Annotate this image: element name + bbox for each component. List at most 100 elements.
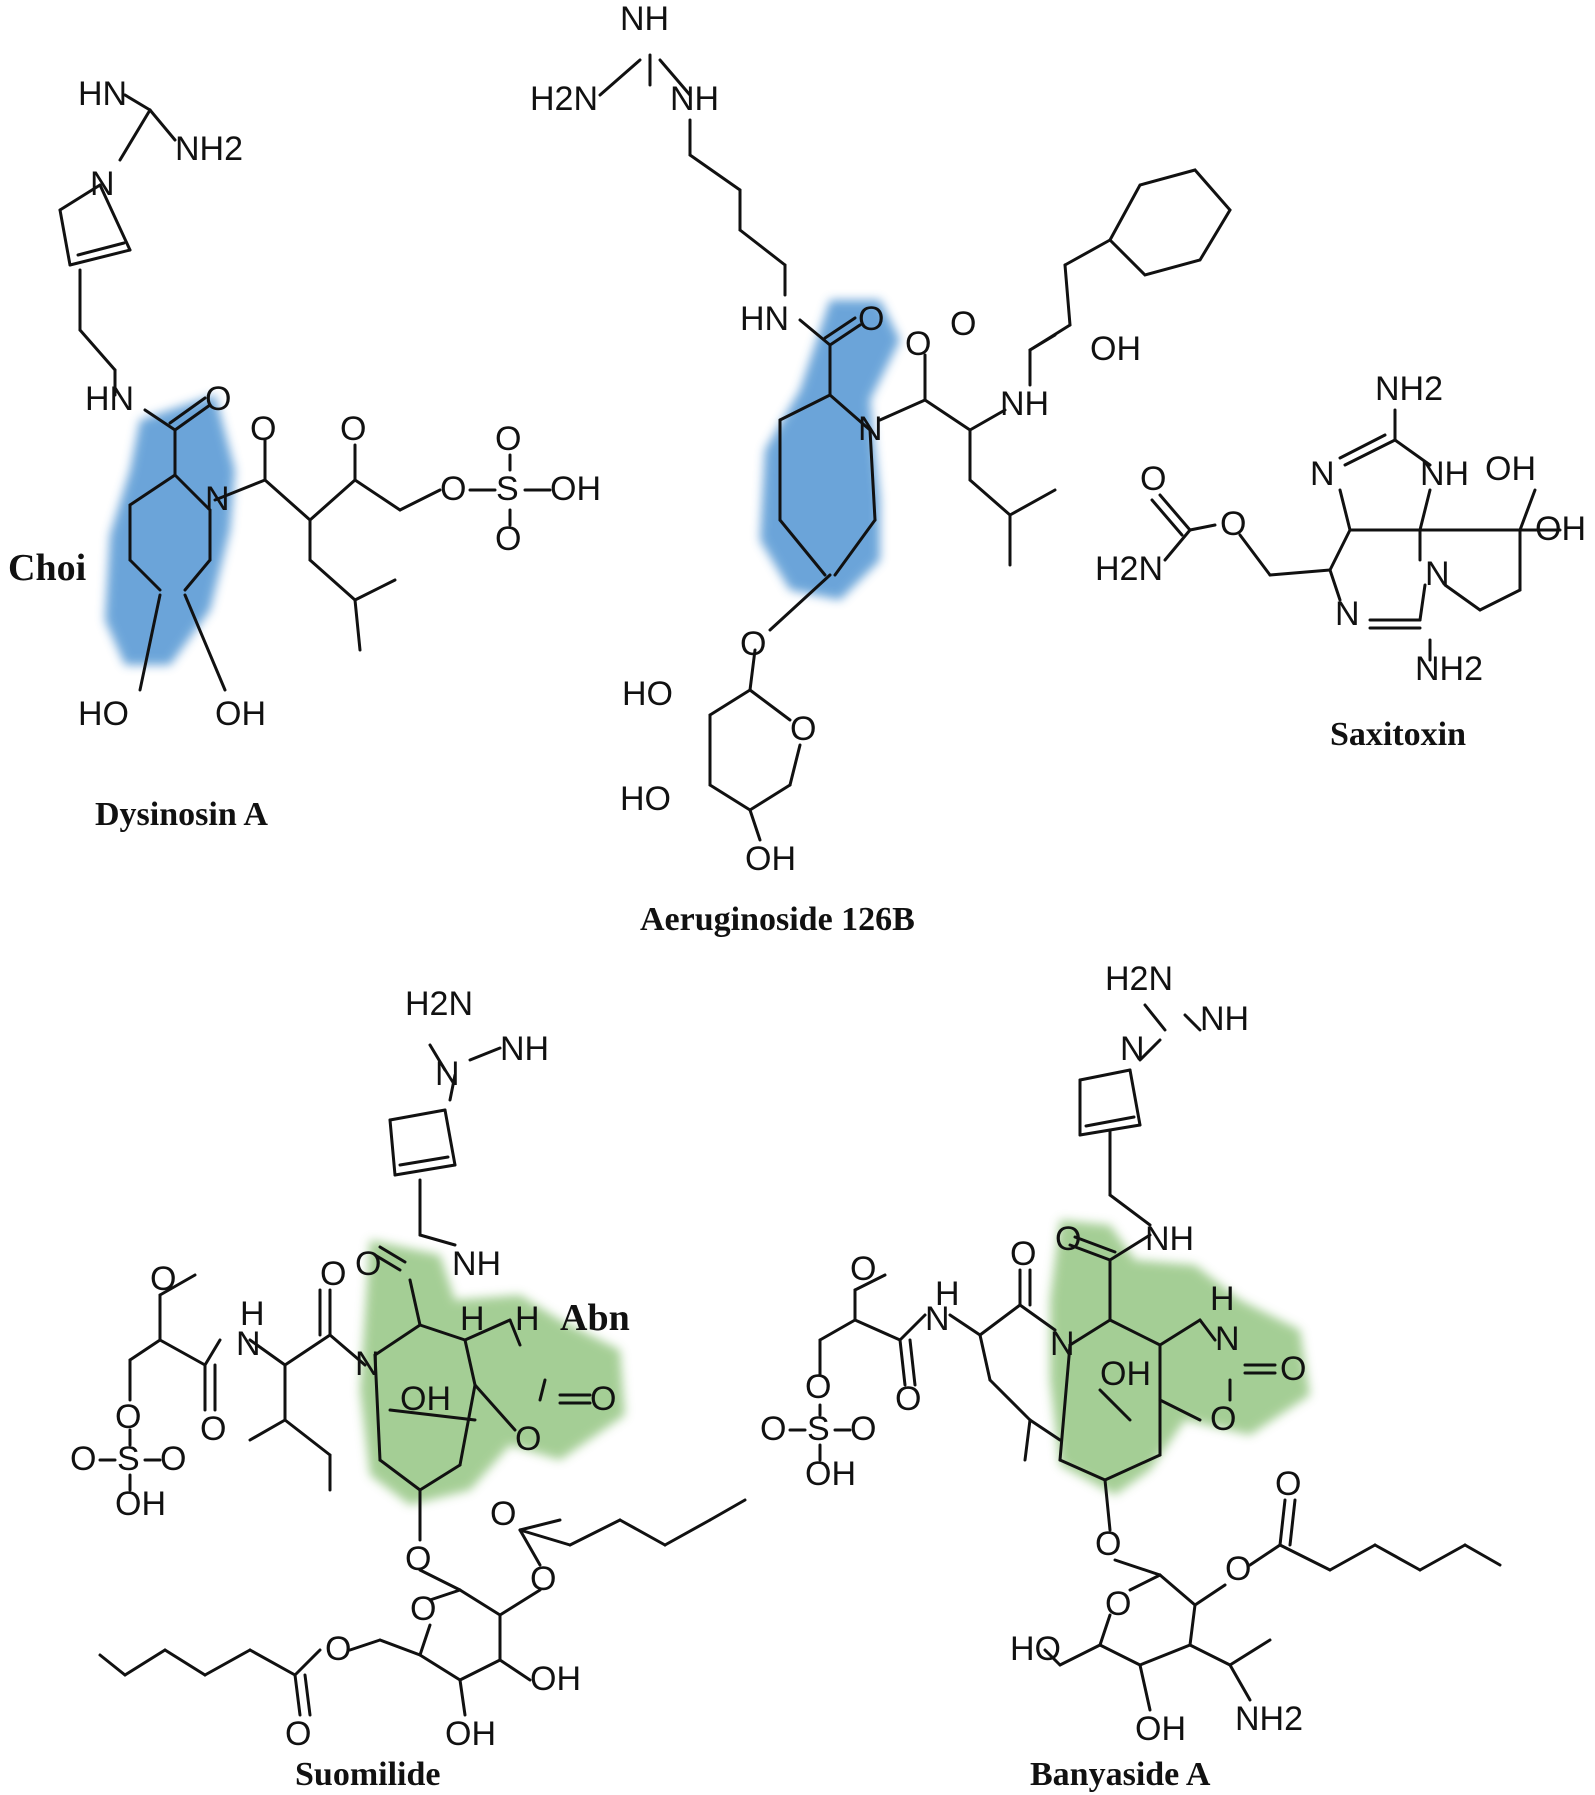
banyaside-a-label: NH: [1200, 1000, 1249, 1038]
banyaside-a-label: N: [1050, 1325, 1075, 1363]
banyaside-a-label: H: [1210, 1280, 1235, 1318]
suomilide-label: O: [405, 1540, 431, 1578]
aeruginoside-126b-label: O: [858, 300, 884, 338]
suomilide-label: O: [515, 1420, 541, 1458]
dysinosin-a-structure: HN NH2 N HN O N O O O S OH O O HO OH Cho…: [8, 75, 601, 833]
aeruginoside-126b-label: O: [905, 325, 931, 363]
suomilide-label: N: [355, 1345, 380, 1383]
banyaside-a-label: O: [1105, 1585, 1131, 1623]
banyaside-a-label: HO: [1010, 1630, 1061, 1668]
choi-highlight: [105, 395, 235, 665]
saxitoxin-label: NH2: [1415, 650, 1483, 688]
aeruginoside-126b-label: N: [858, 410, 883, 448]
banyaside-a-caption: Banyaside A: [1030, 1756, 1211, 1793]
aeruginoside-126b-label: HO: [620, 780, 671, 818]
dysinosin-a-label: O: [495, 520, 521, 558]
suomilide-label: O: [285, 1715, 311, 1753]
suomilide-label: N: [435, 1055, 460, 1093]
dysinosin-a-label: O: [495, 420, 521, 458]
aeruginoside-126b-label: H2N: [530, 80, 598, 118]
aeruginoside-126b-label: NH: [620, 0, 669, 38]
suomilide-label: H: [240, 1295, 265, 1333]
dysinosin-a-label: OH: [550, 470, 601, 508]
banyaside-a-label: N: [925, 1300, 950, 1338]
dysinosin-a-label: HN: [78, 75, 127, 113]
banyaside-a-label: O: [850, 1410, 876, 1448]
suomilide-label: N: [236, 1325, 261, 1363]
choi-highlight-aeruginoside: [760, 300, 900, 600]
saxitoxin-label: NH2: [1375, 370, 1443, 408]
suomilide-label: O: [325, 1630, 351, 1668]
suomilide-label: OH: [445, 1715, 496, 1753]
saxitoxin-label: O: [1140, 460, 1166, 498]
aeruginoside-126b-label: NH: [670, 80, 719, 118]
aeruginoside-126b-label: HN: [740, 300, 789, 338]
aeruginoside-126b-label: OH: [745, 840, 796, 878]
banyaside-a-label: OH: [1135, 1710, 1186, 1748]
saxitoxin-label: O: [1220, 505, 1246, 543]
suomilide-label: O: [490, 1495, 516, 1533]
dysinosin-a-label: S: [496, 470, 519, 508]
banyaside-a-label: O: [760, 1410, 786, 1448]
banyaside-a-label: O: [1210, 1400, 1236, 1438]
banyaside-a-label: O: [1055, 1220, 1081, 1258]
banyaside-a-label: S: [807, 1410, 830, 1448]
saxitoxin-label: NH: [1420, 455, 1469, 493]
saxitoxin-structure: NH2 N NH OH O O OH H2N N N NH2 Saxitoxin: [1095, 370, 1586, 753]
aeruginoside-126b-label: OH: [1090, 330, 1141, 368]
banyaside-a-label: H: [935, 1275, 960, 1313]
suomilide-label: O: [590, 1380, 616, 1418]
banyaside-a-structure: H2N NH N O NH O O H N N H OH N O O O O S…: [760, 960, 1502, 1793]
dysinosin-a-label: O: [440, 470, 466, 508]
saxitoxin-label: N: [1310, 455, 1335, 493]
dysinosin-a-label: O: [250, 410, 276, 448]
suomilide-label: O: [355, 1245, 381, 1283]
banyaside-a-label: NH2: [1235, 1700, 1303, 1738]
dysinosin-a-label: N: [205, 480, 230, 518]
suomilide-tag: Abn: [560, 1297, 630, 1339]
suomilide-label: H2N: [405, 985, 473, 1023]
saxitoxin-label: OH: [1485, 450, 1536, 488]
dysinosin-a-label: O: [205, 380, 231, 418]
banyaside-a-label: N: [1120, 1030, 1145, 1068]
saxitoxin-label: H2N: [1095, 550, 1163, 588]
dysinosin-a-label: HO: [78, 695, 129, 733]
aeruginoside-126b-caption: Aeruginoside 126B: [640, 901, 915, 938]
suomilide-label: O: [160, 1440, 186, 1478]
banyaside-a-label: H2N: [1105, 960, 1173, 998]
banyaside-a-label: O: [1275, 1465, 1301, 1503]
suomilide-label: O: [200, 1410, 226, 1448]
suomilide-caption: Suomilide: [295, 1756, 440, 1793]
banyaside-a-label: O: [1010, 1235, 1036, 1273]
banyaside-a-label: O: [895, 1380, 921, 1418]
aeruginoside-126b-label: O: [950, 305, 976, 343]
suomilide-label: NH: [452, 1245, 501, 1283]
aeruginoside-126b-structure: NH H2N NH HN O N O O NH OH O HO O HO OH …: [530, 0, 1232, 938]
banyaside-a-label: O: [1095, 1525, 1121, 1563]
dysinosin-a-label: OH: [215, 695, 266, 733]
aeruginoside-126b-label: O: [790, 710, 816, 748]
banyaside-a-label: O: [1225, 1550, 1251, 1588]
banyaside-a-label: NH: [1145, 1220, 1194, 1258]
suomilide-label: NH: [500, 1030, 549, 1068]
abn-highlight-banyaside: [1050, 1220, 1310, 1495]
suomilide-label: O: [115, 1398, 141, 1436]
suomilide-label: O: [70, 1440, 96, 1478]
suomilide-label: O: [530, 1560, 556, 1598]
banyaside-a-label: OH: [805, 1455, 856, 1493]
banyaside-a-label: O: [1280, 1350, 1306, 1388]
banyaside-a-label: O: [805, 1368, 831, 1406]
suomilide-label: O: [150, 1260, 176, 1298]
suomilide-label: OH: [115, 1485, 166, 1523]
aeruginoside-126b-label: NH: [1000, 385, 1049, 423]
saxitoxin-caption: Saxitoxin: [1330, 716, 1466, 753]
dysinosin-a-label: NH2: [175, 130, 243, 168]
saxitoxin-label: N: [1335, 595, 1360, 633]
dysinosin-a-caption: Dysinosin A: [95, 796, 268, 833]
suomilide-label: S: [117, 1440, 140, 1478]
aeruginoside-126b-label: O: [740, 625, 766, 663]
dysinosin-a-tag: Choi: [8, 547, 86, 589]
banyaside-a-label: N: [1215, 1320, 1240, 1358]
banyaside-a-label: OH: [1100, 1355, 1151, 1393]
